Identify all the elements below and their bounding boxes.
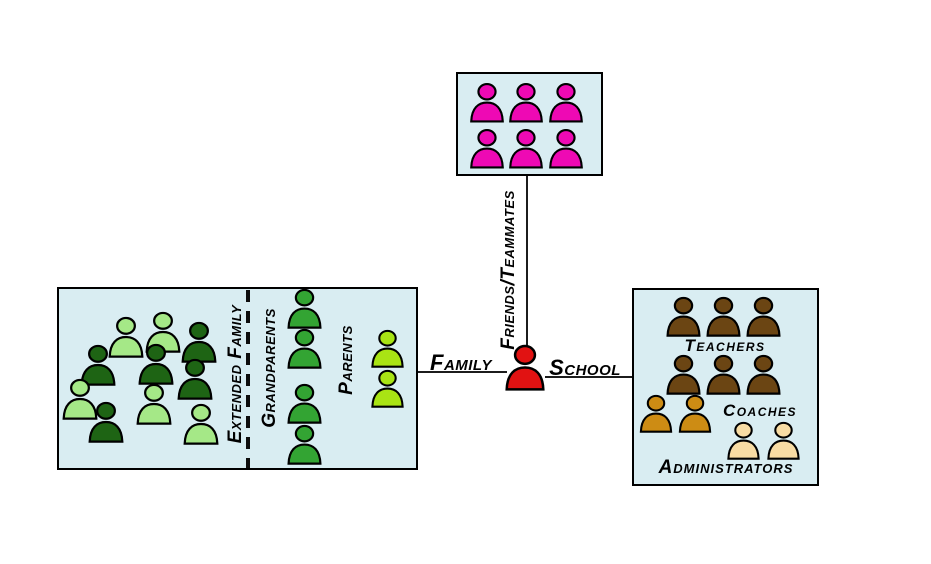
center-person-icon	[505, 344, 545, 391]
friend-person-icon	[549, 129, 583, 169]
coach-person-icon	[639, 394, 673, 433]
teacher-person-icon	[746, 354, 781, 395]
administrators-label: Administrators	[658, 457, 794, 478]
friends-connector-line	[526, 176, 528, 354]
extended-family-person-icon	[177, 358, 213, 400]
coaches-label: Coaches	[722, 401, 798, 420]
parent-person-icon	[371, 369, 404, 408]
teacher-person-icon	[706, 354, 741, 395]
grandparent-person-icon	[287, 424, 322, 465]
family-connector-line	[418, 371, 507, 373]
friends-teammates-edge-label: Friends/Teammates	[498, 190, 519, 350]
parents-label: Parents	[336, 325, 357, 395]
extended-family-person-icon	[80, 344, 116, 386]
school-edge-label: School	[549, 355, 621, 380]
friend-person-icon	[509, 83, 543, 123]
extended-family-person-icon	[181, 321, 217, 363]
teachers-label: Teachers	[684, 336, 766, 355]
teacher-person-icon	[706, 296, 741, 337]
coach-person-icon	[678, 394, 712, 433]
extended-family-person-icon	[138, 343, 174, 385]
school-connector-line	[545, 376, 632, 378]
friend-person-icon	[509, 129, 543, 169]
friend-person-icon	[549, 83, 583, 123]
administrator-person-icon	[727, 421, 760, 460]
family-edge-label: Family	[430, 350, 492, 375]
extended-family-person-icon	[88, 401, 124, 443]
administrator-person-icon	[767, 421, 800, 460]
grandparent-person-icon	[287, 328, 322, 369]
family-sections-divider	[246, 290, 250, 468]
extended-family-person-icon	[183, 403, 219, 445]
friend-person-icon	[470, 83, 504, 123]
teacher-person-icon	[666, 354, 701, 395]
extended-family-person-icon	[108, 316, 144, 358]
grandparent-person-icon	[287, 288, 322, 329]
extended-family-label: Extended Family	[225, 304, 246, 444]
extended-family-person-icon	[136, 383, 172, 425]
parent-person-icon	[371, 329, 404, 368]
teacher-person-icon	[746, 296, 781, 337]
teacher-person-icon	[666, 296, 701, 337]
grandparents-label: Grandparents	[259, 308, 280, 428]
grandparent-person-icon	[287, 383, 322, 424]
friend-person-icon	[470, 129, 504, 169]
extended-family-person-icon	[62, 378, 98, 420]
